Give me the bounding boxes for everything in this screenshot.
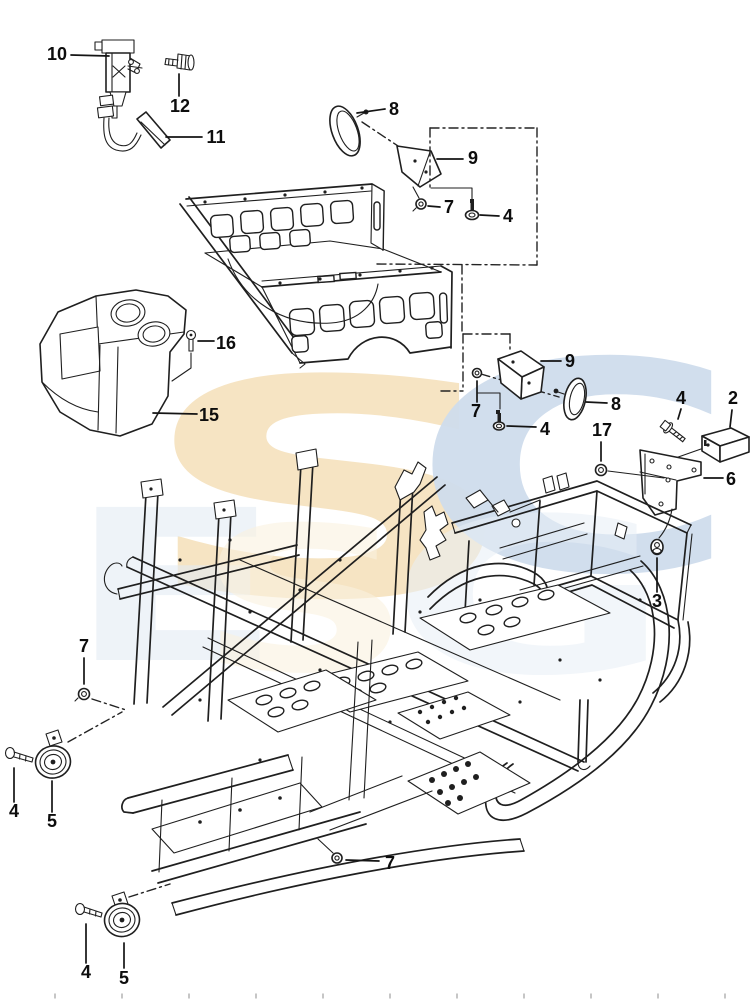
part-12-bolt — [164, 53, 195, 71]
panel-dot-holes-big — [429, 761, 479, 806]
callout-number-8-3: 8 — [389, 99, 399, 119]
callout-number-8-10: 8 — [611, 394, 621, 414]
callout-number-9-4: 9 — [468, 148, 478, 168]
callout-number-11-2: 11 — [206, 127, 225, 147]
callout-number-9-9: 9 — [565, 351, 575, 371]
callout-layer: 10 12 11 8 9 7 4 16 15 9 8 7 4 17 4 2 6 3 7 4 5 7 4 5 — [9, 44, 738, 988]
panel-dot-holes-small — [417, 695, 467, 725]
bed-rail-screws — [203, 186, 434, 285]
main-frame — [103, 448, 693, 916]
callout-number-4-19: 4 — [9, 801, 19, 821]
callout-number-3-17: 3 — [652, 591, 662, 611]
callout-number-4-22: 4 — [81, 962, 91, 982]
callout-number-4-14: 4 — [676, 388, 686, 408]
bed-front-wall-holes — [288, 291, 449, 353]
callout-number-16-7: 16 — [216, 333, 236, 353]
callout-number-17-13: 17 — [592, 420, 612, 440]
callout-leader-8-3 — [356, 108, 386, 114]
part-16-bolt — [171, 329, 197, 382]
part-11-hose — [96, 94, 171, 152]
callout-number-7-5: 7 — [444, 197, 454, 217]
callout-leader-7-5 — [427, 205, 441, 208]
callout-number-6-16: 6 — [726, 469, 736, 489]
frame-rivets — [178, 538, 642, 762]
part-15-dashboard — [39, 289, 187, 437]
callout-number-7-21: 7 — [385, 853, 395, 873]
panel-oval-holes-left — [255, 680, 321, 718]
callout-number-4-6: 4 — [503, 206, 513, 226]
callout-number-5-20: 5 — [47, 811, 57, 831]
part-10-master-cylinder — [94, 39, 143, 119]
callout-number-10-0: 10 — [47, 44, 67, 64]
nut-7-bottom-mid — [317, 838, 343, 864]
flasher-bracket-group — [594, 419, 750, 556]
callout-leader-7-21 — [345, 859, 380, 862]
callout-number-2-15: 2 — [728, 388, 738, 408]
bed-back-wall-holes — [209, 199, 355, 254]
callout-number-5-23: 5 — [119, 968, 129, 988]
cargo-bed — [179, 183, 453, 369]
callout-number-7-11: 7 — [471, 401, 481, 421]
callout-leader-4-6 — [479, 214, 500, 217]
callout-leader-15-8 — [152, 412, 198, 415]
callout-number-15-8: 15 — [199, 405, 219, 425]
callout-number-7-18: 7 — [79, 636, 89, 656]
callout-number-4-12: 4 — [540, 419, 550, 439]
horn-group-bottom — [74, 883, 171, 938]
callout-leader-4-12 — [506, 425, 537, 428]
mirror-assembly-side — [471, 350, 587, 431]
callout-leader-2-15 — [729, 409, 733, 428]
callout-leader-4-14 — [677, 408, 682, 420]
callout-leader-8-10 — [585, 401, 608, 404]
callout-number-12-1: 12 — [170, 96, 190, 116]
horn-group-left — [4, 687, 127, 779]
callout-leader-10-0 — [70, 54, 110, 57]
panel-oval-holes-rear — [459, 589, 555, 636]
